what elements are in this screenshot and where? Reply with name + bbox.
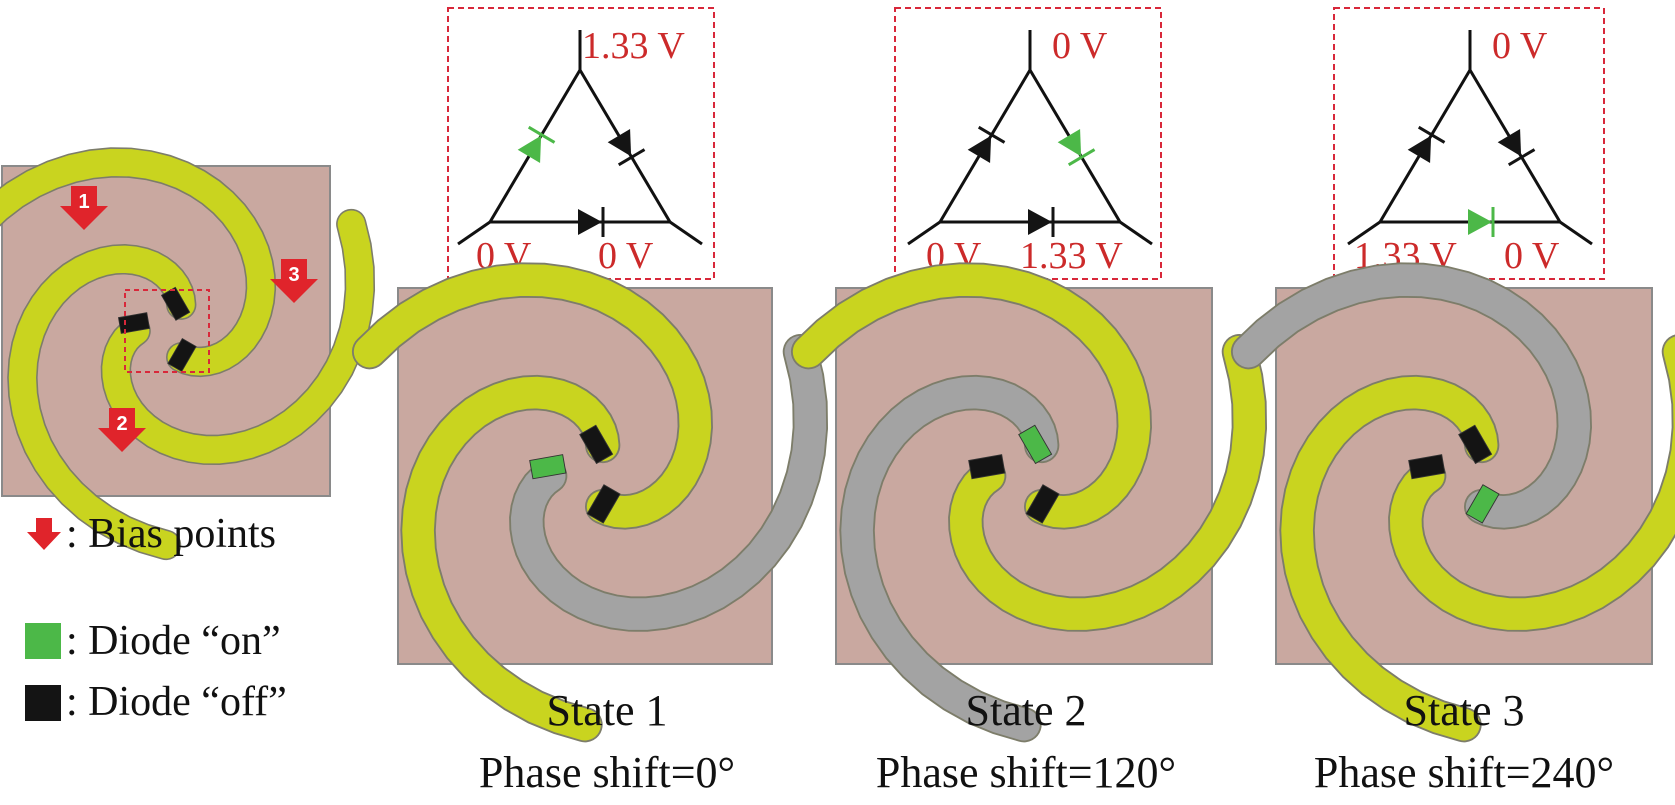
state-1-cell-arm-3	[353, 264, 712, 528]
state-1-voltage-right: 0 V	[598, 235, 654, 277]
diode-off-swatch-icon	[25, 685, 61, 721]
overview-diode-1-off	[117, 312, 151, 334]
state-1-cell-spiral	[351, 262, 829, 743]
state-3-panel: 0 V 1.33 V 0 V State 3 Phase shift=240°	[1230, 7, 1675, 797]
states-row: 1.33 V 0 V 0 V State 1 Phase shift=0° 0 …	[351, 7, 1675, 797]
circuit-3-diode-bottom	[1468, 207, 1495, 237]
overview-diode-3-off	[167, 337, 197, 373]
overview-arm-3	[0, 148, 275, 376]
state-2-phase: Phase shift=120°	[876, 748, 1176, 797]
circuit-3-lead-left	[1347, 220, 1381, 246]
circuit-2-diode-bottom	[1028, 207, 1055, 237]
state-1-cell-diode-2-off	[579, 424, 614, 465]
overview-arm-2	[102, 210, 374, 464]
state-3-voltage-right: 0 V	[1504, 235, 1560, 277]
state-3-voltage-top: 0 V	[1492, 25, 1548, 67]
state-2-cell-arm-2	[949, 335, 1266, 630]
state-3-cell-diode-2-off	[1458, 424, 1493, 465]
diode-on-swatch-icon	[25, 623, 61, 659]
state-2-title: State 2	[966, 686, 1087, 735]
state-3-cell-arm-3	[1232, 264, 1591, 528]
state-2-panel: 0 V 0 V 1.33 V State 2 Phase shift=120°	[790, 7, 1268, 797]
circuit-2-diode-right	[1057, 129, 1096, 167]
legend-diode-off: : Diode “off”	[66, 679, 287, 725]
bias-marker-3: 3	[270, 259, 318, 303]
state-2-cell-diode-1-off	[968, 454, 1006, 480]
overview-spiral	[0, 147, 376, 561]
state-1-phase: Phase shift=0°	[479, 748, 735, 797]
state-1-cell-diode-3-off	[586, 484, 621, 524]
state-1-voltage-top: 1.33 V	[582, 25, 685, 67]
legend-bias-points: : Bias points	[66, 511, 276, 557]
circuit-2-lead-right	[1119, 220, 1153, 246]
circuit-2-diode-left	[967, 125, 1006, 163]
bias-marker-1-label: 1	[78, 191, 89, 213]
state-3-cell-arm-2	[1389, 336, 1675, 630]
state-1-cell-arm-1	[402, 376, 619, 741]
state-1-cell-arm-2	[510, 335, 827, 630]
circuit-2-lead-left	[907, 220, 941, 246]
state-2-cell-diode-2-on	[1018, 424, 1053, 465]
overview-cell: 1 2 3	[0, 147, 376, 561]
state-1-panel: 1.33 V 0 V 0 V State 1 Phase shift=0°	[351, 7, 829, 797]
state-3-cell-diode-1-off	[1408, 454, 1446, 480]
circuit-3-diode-left	[1407, 125, 1446, 163]
circuit-1-lead-left	[457, 220, 491, 246]
state-2-voltage-right: 1.33 V	[1020, 235, 1123, 277]
state-3-cell-arm-1	[1281, 376, 1498, 741]
state-2-voltage-top: 0 V	[1052, 25, 1108, 67]
legend: : Bias points : Diode “on” : Diode “off”	[25, 511, 287, 725]
circuit-3-diode-right	[1497, 129, 1536, 167]
state-3-cell-spiral	[1230, 262, 1675, 743]
overview-diode-2-off	[160, 286, 191, 321]
overview-detail-box	[124, 289, 210, 373]
state-1-cell-diode-1-on	[529, 454, 567, 480]
circuit-1-diode-right	[607, 129, 646, 167]
legend-diode-on: : Diode “on”	[66, 618, 281, 664]
state-2-cell-arm-3	[792, 264, 1151, 528]
state-3-circuit	[1347, 30, 1593, 246]
state-1-circuit	[457, 30, 703, 246]
bias-arrow-icon	[27, 518, 61, 550]
bias-marker-1: 1	[60, 186, 108, 230]
state-2-cell-spiral	[790, 262, 1268, 743]
bias-marker-2-label: 2	[116, 413, 127, 435]
state-3-title: State 3	[1404, 686, 1525, 735]
state-2-cell-diode-3-off	[1025, 484, 1060, 524]
overview-arm-1	[8, 245, 195, 559]
circuit-1-lead-right	[669, 220, 703, 246]
state-3-phase: Phase shift=240°	[1314, 748, 1614, 797]
state-2-circuit	[907, 30, 1153, 246]
state-3-cell-diode-3-on	[1465, 484, 1500, 524]
bias-marker-3-label: 3	[288, 264, 299, 286]
state-1-title: State 1	[547, 686, 668, 735]
state-2-cell-arm-1	[841, 376, 1058, 741]
bias-marker-2: 2	[98, 408, 146, 452]
circuit-1-diode-left	[517, 125, 556, 163]
circuit-3-lead-right	[1559, 220, 1593, 246]
circuit-1-diode-bottom	[578, 207, 605, 237]
